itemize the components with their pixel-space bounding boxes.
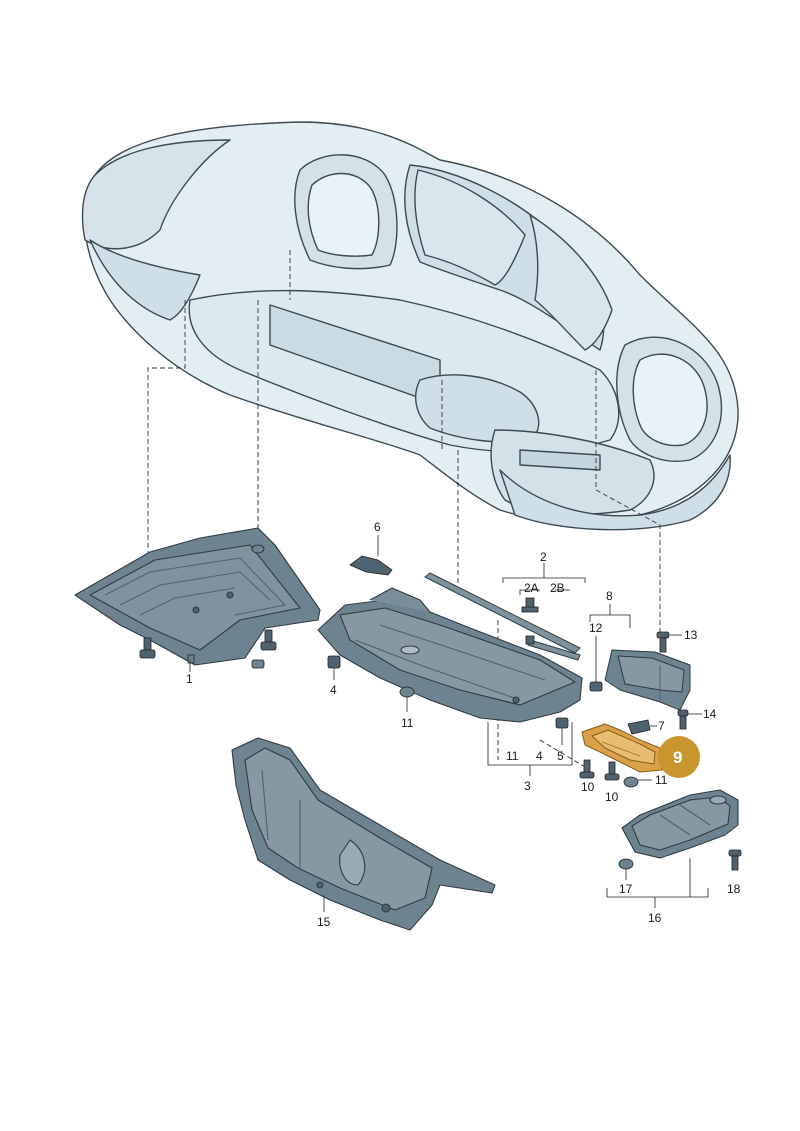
part-12-clip[interactable] <box>589 681 603 692</box>
part-10-bolt-a[interactable] <box>579 759 595 779</box>
part-17-nut[interactable] <box>618 858 634 870</box>
label-1: 1 <box>186 672 193 686</box>
label-13: 13 <box>684 628 698 642</box>
part-5-clip[interactable] <box>555 717 569 729</box>
assembly-lines <box>147 250 661 771</box>
label-6: 6 <box>374 520 381 534</box>
label-12: 12 <box>589 621 603 635</box>
label-10b: 10 <box>605 790 619 804</box>
label-2a: 2A <box>524 581 539 595</box>
part-15-tunnel-shield[interactable] <box>231 737 496 931</box>
label-17: 17 <box>619 882 633 896</box>
part-18-bolt[interactable] <box>728 849 742 871</box>
label-2: 2 <box>540 550 547 564</box>
bolt-1b[interactable] <box>260 629 277 651</box>
label-11b: 11 <box>655 773 668 787</box>
label-18: 18 <box>727 882 741 896</box>
part-1-front-cover[interactable] <box>74 527 321 666</box>
badge-9-label: 9 <box>673 748 682 767</box>
part-2-bracket <box>502 563 586 595</box>
label-15: 15 <box>317 915 331 929</box>
bolt-1a[interactable] <box>139 637 156 659</box>
label-3: 3 <box>524 779 531 793</box>
label-14: 14 <box>703 707 717 721</box>
part-4-clip[interactable] <box>327 655 341 669</box>
label-5: 5 <box>557 749 564 763</box>
clip-2a[interactable] <box>521 597 539 645</box>
part-11-nut[interactable] <box>399 686 415 698</box>
part-14-bolt[interactable] <box>677 709 689 730</box>
part-3-bracket <box>487 722 573 776</box>
part-9-highlighted-cover[interactable] <box>581 723 663 773</box>
clip-1c[interactable] <box>187 544 265 669</box>
label-10a: 10 <box>581 780 595 794</box>
car-body-underside <box>81 121 739 531</box>
part-16-rear-cover[interactable] <box>621 789 739 859</box>
label-4-under-3: 4 <box>536 749 543 763</box>
label-16: 16 <box>648 911 662 925</box>
label-4: 4 <box>330 683 337 697</box>
label-2b: 2B <box>550 581 565 595</box>
part-10-bolt-b[interactable] <box>604 761 620 781</box>
label-7: 7 <box>658 719 665 733</box>
part-13-bolt[interactable] <box>656 631 670 653</box>
part-8-bracket <box>589 604 631 628</box>
part-7-bracket[interactable] <box>627 719 651 735</box>
label-11a: 11 <box>401 716 414 730</box>
label-11-under-3: 11 <box>506 749 519 763</box>
part-8-heat-shield[interactable] <box>604 649 691 711</box>
label-8: 8 <box>606 589 613 603</box>
part-11-nut-right[interactable] <box>623 776 639 788</box>
badge-9[interactable]: 9 <box>658 736 700 778</box>
part-3-center-cover[interactable] <box>317 587 583 723</box>
part-6-bracket[interactable] <box>349 555 393 576</box>
part-16-bracket <box>606 858 709 908</box>
